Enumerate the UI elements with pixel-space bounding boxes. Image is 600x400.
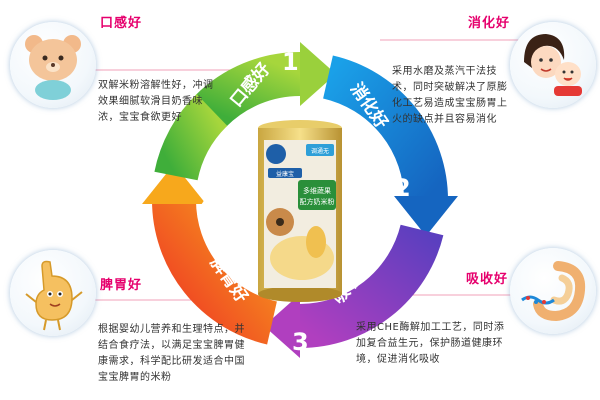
spleen-line: 宝宝脾胃的米粉 (98, 372, 172, 383)
step-number-3: 3 (292, 328, 309, 356)
taste-title: 口感好 (100, 16, 143, 31)
spleen-line: 康需求，科学配比研发适合中国 (98, 356, 245, 367)
taste-line: 双解米粉溶解性好，冲调 (98, 80, 214, 91)
cycle-arc-2 (322, 55, 449, 201)
cycle-arc-3 (299, 224, 444, 348)
absorb-line: 加复合益生元，保护肠道健康环 (356, 338, 503, 349)
product-name-line1: 多维蔬果 (303, 186, 331, 195)
spleen-line: 结合食疗法，以满足宝宝脾胃健 (98, 340, 245, 351)
brand-logo-icon (266, 144, 286, 164)
step-number-2: 2 (394, 174, 411, 202)
cycle-arrow-1 (300, 42, 336, 106)
spleen-description: 根据婴幼儿营养和生理特点，并 结合食疗法，以满足宝宝脾胃健 康需求，科学配比研发… (98, 322, 258, 386)
intestine-icon (521, 261, 586, 322)
digest-title: 消化好 (468, 16, 511, 31)
brand-badge: 益康宝 (276, 170, 294, 178)
absorb-title: 吸收好 (466, 272, 509, 287)
taste-description: 双解米粉溶解性好，冲调 效果细腻软滑目奶香味 浓，宝宝食欲更好 (98, 78, 238, 126)
cycle-arrow-2 (394, 196, 458, 236)
label-sticker: 调通无 (311, 147, 329, 155)
teddy-bear-icon (25, 35, 81, 100)
taste-line: 效果细腻软滑目奶香味 (98, 96, 203, 107)
spleen-line: 根据婴幼儿营养和生理特点，并 (98, 324, 245, 335)
absorb-description: 采用CHE酶解加工工艺，同时添 加复合益生元，保护肠道健康环 境，促进消化吸收 (356, 320, 514, 368)
absorb-line: 境，促进消化吸收 (356, 354, 440, 365)
digest-line: 采用水磨及蒸汽干法技 (392, 66, 497, 77)
mother-baby-icon (524, 34, 582, 96)
cycle-arc-1 (195, 52, 301, 127)
digest-line: 火的缺点并且容易消化 (392, 114, 497, 125)
product-can: 调通无 益康宝 多维蔬果 配方奶米粉 (258, 120, 342, 302)
cycle-arrow-3 (264, 294, 300, 358)
cycle-arrow-4 (142, 164, 206, 204)
digest-line: 化工艺易造成宝宝肠胃上 (392, 98, 508, 109)
digest-line: 术，同时突破解决了原膨 (392, 82, 508, 93)
step-number-4: 4 (196, 196, 213, 224)
step-number-1: 1 (282, 48, 299, 76)
product-name-line2: 配方奶米粉 (300, 197, 335, 206)
absorb-line: 采用CHE酶解加工工艺，同时添 (356, 322, 505, 333)
taste-line: 浓，宝宝食欲更好 (98, 112, 182, 123)
stomach-mascot-icon (25, 260, 83, 331)
cycle-arc-4 (151, 199, 278, 345)
cycle-arc-1b (154, 94, 228, 181)
spleen-title: 脾胃好 (100, 278, 143, 293)
digest-description: 采用水磨及蒸汽干法技 术，同时突破解决了原膨 化工艺易造成宝宝肠胃上 火的缺点并… (392, 64, 512, 128)
